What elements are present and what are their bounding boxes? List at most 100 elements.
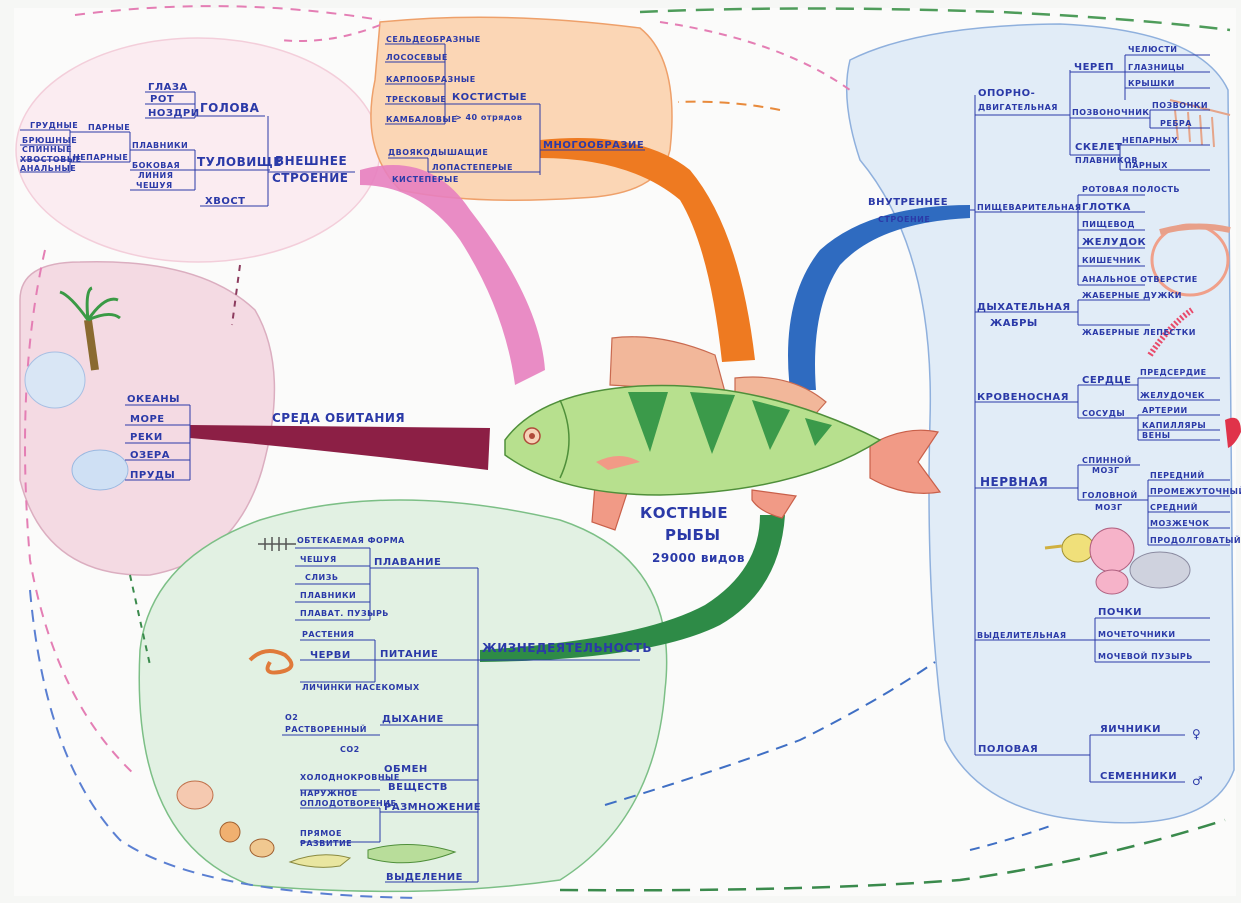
life-swim-item-0: ОБТЕКАЕМАЯ ФОРМА [297,536,405,545]
life-swim-item-4: ПЛАВАТ. ПУЗЫРЬ [300,609,389,618]
internal-skull: ЧЕРЕП [1074,62,1114,73]
internal-motor-line2: ДВИГАТЕЛЬНАЯ [978,103,1058,112]
internal-brain-line1: ГОЛОВНОЙ [1082,489,1138,500]
diversity-label: МНОГООБРАЗИЕ [543,140,644,151]
external-lateral-line2: ЛИНИЯ [138,171,173,180]
external-pectoral: ГРУДНЫЕ [30,121,78,130]
life-external-fert-line2: ОПЛОДОТВОРЕНИЕ [300,799,396,808]
diversity-orders: > 40 отрядов [455,113,522,122]
internal-label-line1: ВНУТРЕННЕЕ [868,197,948,208]
external-paired: ПАРНЫЕ [88,123,130,132]
life-label: ЖИЗНЕДЕЯТЕЛЬНОСТЬ [482,641,652,655]
life-swim-item-1: ЧЕШУЯ [300,555,337,564]
life-direct-dev-line2: РАЗВИТИЕ [300,839,352,848]
internal-testes: СЕМЕННИКИ [1100,771,1177,782]
external-head: ГОЛОВА [200,101,260,115]
life-feed-item-0: РАСТЕНИЯ [302,630,354,639]
internal-brain-item-0: ПЕРЕДНИЙ [1150,469,1205,480]
diversity-lobe-item-0: ДВОЯКОДЫШАЩИЕ [388,148,488,157]
internal-vessels: СОСУДЫ [1082,409,1125,418]
life-co2: CO2 [340,745,360,754]
external-tail: ХВОСТ [205,196,246,207]
diversity-item-2: КАРПООБРАЗНЫЕ [386,75,476,84]
internal-respiratory-line1: ДЫХАТЕЛЬНАЯ [977,302,1071,313]
internal-digest-item-1: ГЛОТКА [1082,202,1131,213]
internal-brain-item-2: СРЕДНИЙ [1150,501,1198,512]
external-nostrils: НОЗДРИ [148,108,200,119]
internal-ribs: РЕБРА [1160,119,1192,128]
life-direct-dev-line1: ПРЯМОЕ [300,829,342,838]
diversity-item-0: СЕЛЬДЕОБРАЗНЫЕ [386,35,481,44]
internal-digest-item-5: АНАЛЬНОЕ ОТВЕРСТИЕ [1082,275,1198,284]
internal-sockets: ГЛАЗНИЦЫ [1128,63,1185,72]
internal-motor-line1: ОПОРНО- [978,88,1035,99]
internal-label-line2: СТРОЕНИЕ [878,215,930,224]
internal-reproductive: ПОЛОВАЯ [978,744,1038,755]
internal-jaws: ЧЕЛЮСТИ [1128,45,1178,54]
internal-ventricle: ЖЕЛУДОЧЕК [1140,391,1205,400]
internal-atrium: ПРЕДСЕРДИЕ [1140,368,1207,377]
internal-excr-item-1: МОЧЕТОЧНИКИ [1098,630,1176,639]
internal-excretory: ВЫДЕЛИТЕЛЬНАЯ [977,631,1067,640]
external-caudal: ХВОСТОВЫЕ [20,155,82,164]
internal-brain-item-3: МОЗЖЕЧОК [1150,519,1210,528]
life-swim-item-3: ПЛАВНИКИ [300,591,356,600]
life-excretion: ВЫДЕЛЕНИЕ [386,872,463,883]
internal-ovaries: ЯИЧНИКИ [1100,724,1161,735]
diversity-item-3: ТРЕСКОВЫЕ [386,95,446,104]
internal-digest-item-3: ЖЕЛУДОК [1082,237,1146,248]
internal-circulatory: КРОВЕНОСНАЯ [977,392,1069,403]
internal-gill-petals: ЖАБЕРНЫЕ ЛЕПЕСТКИ [1082,328,1196,337]
external-eyes: ГЛАЗА [148,82,188,93]
internal-paired: ПАРНЫХ [1125,161,1168,170]
center-title-line2: РЫБЫ [665,526,721,544]
fish-pupil [529,433,535,439]
internal-digest-item-4: КИШЕЧНИК [1082,256,1141,265]
internal-unpaired: НЕПАРНЫХ [1122,136,1178,145]
diversity-bony: КОСТИСТЫЕ [452,92,527,103]
life-cold-blooded: ХОЛОДНОКРОВНЫЕ [300,773,400,782]
internal-excr-item-2: МОЧЕВОЙ ПУЗЫРЬ [1098,650,1193,661]
life-feed-item-2: ЛИЧИНКИ НАСЕКОМЫХ [302,683,420,692]
internal-spinal-line2: МОЗГ [1092,466,1120,475]
habitat-item-2: РЕКИ [130,432,163,443]
life-metabolism-line2: ВЕЩЕСТВ [388,782,448,793]
life-breathing: ДЫХАНИЕ [382,714,444,725]
internal-capillaries: КАПИЛЛЯРЫ [1142,421,1206,430]
internal-heart: СЕРДЦЕ [1082,375,1132,386]
external-body: ТУЛОВИЩЕ [197,155,282,169]
life-feeding: ПИТАНИЕ [380,649,438,660]
life-reproduction: РАЗМНОЖЕНИЕ [384,802,481,813]
internal-gill-arches: ЖАБЕРНЫЕ ДУЖКИ [1082,291,1182,300]
life-dissolved: РАСТВОРЕННЫЙ [285,723,367,734]
habitat-item-1: МОРЕ [130,414,165,425]
internal-respiratory-line2: ЖАБРЫ [990,318,1038,329]
female-symbol: ♀ [1192,727,1201,741]
external-label-line2: СТРОЕНИЕ [272,171,348,185]
life-swim-item-2: СЛИЗЬ [305,573,339,582]
habitat-item-0: ОКЕАНЫ [127,394,180,405]
internal-nervous: НЕРВНАЯ [980,475,1048,489]
internal-spinal-line1: СПИННОЙ [1082,454,1132,465]
internal-digest-item-2: ПИЩЕВОД [1082,220,1135,229]
external-scales: ЧЕШУЯ [136,181,173,190]
water-drawing [25,352,85,408]
external-mouth: РОТ [150,94,174,105]
internal-digest-item-0: РОТОВАЯ ПОЛОСТЬ [1082,185,1180,194]
internal-veins: ВЕНЫ [1142,431,1171,440]
habitat-label: СРЕДА ОБИТАНИЯ [272,411,405,425]
water-drop-drawing [72,450,128,490]
internal-brain-line2: МОЗГ [1095,503,1123,512]
diversity-item-1: ЛОСОСЕВЫЕ [386,53,448,62]
internal-digestive: ПИЩЕВАРИТЕЛЬНАЯ [977,203,1082,212]
external-dorsal: СПИННЫЕ [22,145,72,154]
habitat-item-4: ПРУДЫ [130,470,175,481]
center-title-line1: КОСТНЫЕ [640,504,728,522]
center-species-count: 29000 видов [652,551,745,565]
internal-brain-item-4: ПРОДОЛГОВАТЫЙ [1150,534,1241,545]
internal-vertebrae: ПОЗВОНКИ [1152,101,1208,110]
life-external-fert-line1: НАРУЖНОЕ [300,789,358,798]
external-anal: АНАЛЬНЫЕ [20,164,76,173]
